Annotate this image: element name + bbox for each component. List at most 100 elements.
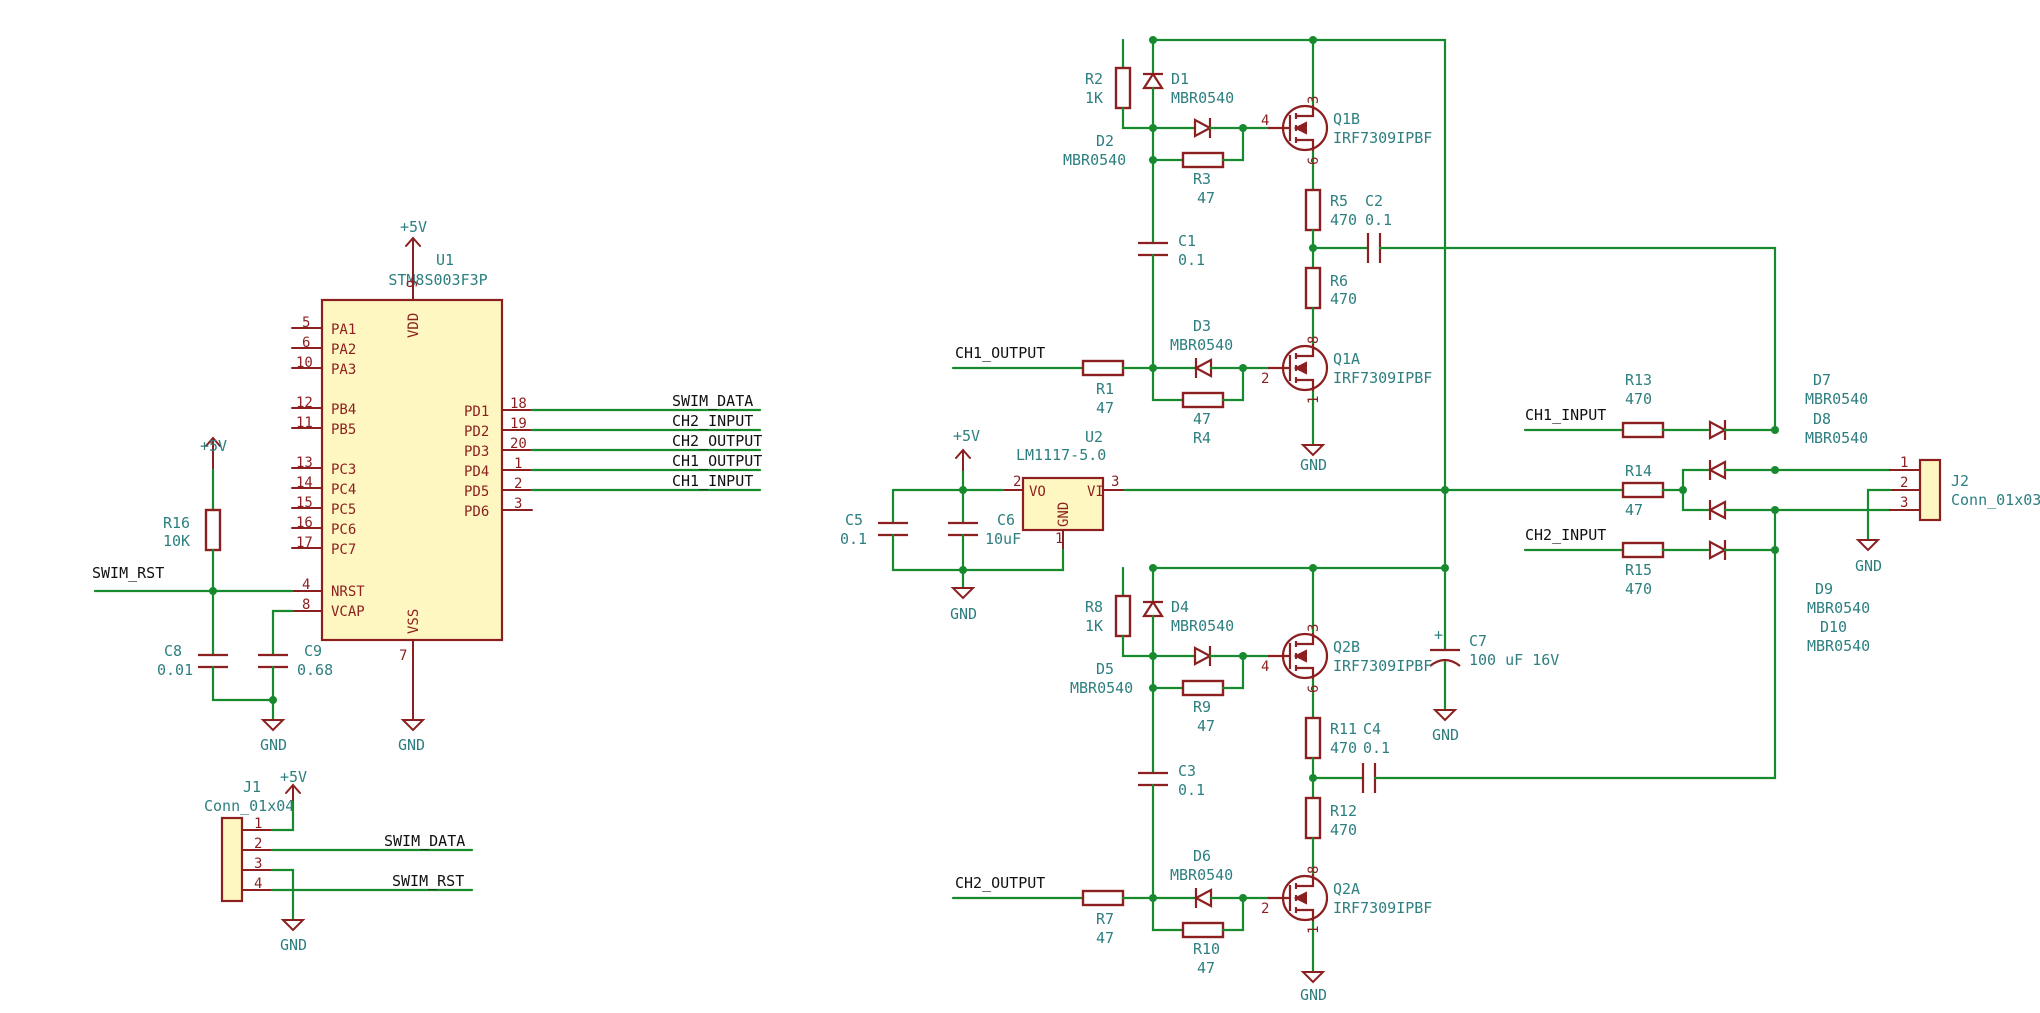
u1-ref: U1 [436,251,454,269]
r12-value: 470 [1330,821,1357,839]
net-label: CH2_OUTPUT [672,432,762,450]
gnd-label: GND [398,736,425,754]
net-label: SWIM_RST [392,872,464,890]
q2a-pin: 1 [1306,926,1322,934]
ch1-driver: R2 1K D1 MBR0540 D2 MBR0540 R3 47 3 4 6 [951,36,1777,474]
r4-value: 47 [1193,410,1211,428]
u1-pin-name: PD2 [464,424,489,440]
u1-pin-name: PD1 [464,404,489,420]
u1-pin-name: PC6 [331,522,356,538]
d4-ref: D4 [1171,598,1189,616]
r11-value: 470 [1330,739,1357,757]
net-label: CH2_INPUT [672,412,753,430]
u1-body [320,298,504,642]
r7-value: 47 [1096,929,1114,947]
j2-value: Conn_01x03 [1951,491,2040,509]
d1-value: MBR0540 [1171,89,1234,107]
u1-pin-name: PC5 [331,502,356,518]
d5-ref: D5 [1096,660,1114,678]
d7-value: MBR0540 [1805,390,1868,408]
q2a-ref: Q2A [1333,880,1360,898]
r3-value: 47 [1197,189,1215,207]
d4-value: MBR0540 [1171,617,1234,635]
r12-resistor [1304,796,1322,840]
gnd-label: GND [280,936,307,954]
u1-pin-num: 19 [510,416,527,432]
u1-pin-num: 5 [302,315,310,331]
j1-connector: J1 Conn_01x04 1 2 3 4 +5V SWIM_DATA SWIM… [204,768,474,954]
r3-resistor [1181,151,1225,169]
j1-pin: 1 [254,816,262,832]
d6-ref: D6 [1193,847,1211,865]
d3-value: MBR0540 [1170,336,1233,354]
j1-pin: 2 [254,836,262,852]
gnd-label: GND [1300,456,1327,474]
r5-ref: R5 [1330,192,1348,210]
gnd-label: GND [950,605,977,623]
u2-regulator: U2 LM1117-5.0 VO VI GND 2 3 1 +5V C5 0.1… [840,427,1625,623]
q1a-pin: 8 [1306,336,1322,344]
q2a-value: IRF7309IPBF [1333,899,1432,917]
r6-resistor [1304,266,1322,310]
u1-pin-num: 15 [296,495,313,511]
reset-network: SWIM_RST +5V R16 10K C8 0.01 C9 0.68 GND [92,436,333,754]
ch2-driver: R8 1K D4 MBR0540 D5 MBR0540 R9 47 3 4 6 [951,508,1777,1004]
d10-value: MBR0540 [1807,637,1870,655]
r8-ref: R8 [1085,598,1103,616]
u1-right-pins: PD1 18 PD2 19 PD3 20 PD4 1 PD5 2 PD6 3 [464,396,533,520]
j2-ref: J2 [1951,472,1969,490]
j1-pin: 4 [254,876,262,892]
j1-value: Conn_01x04 [204,797,294,815]
u2-pin: 1 [1055,531,1063,547]
u2-vo: VO [1029,484,1046,500]
c7-value: 100 uF 16V [1469,651,1559,669]
r15-ref: R15 [1625,561,1652,579]
c9-value: 0.68 [297,661,333,679]
u1-pin-num: 20 [510,436,527,452]
q2a-pin: 2 [1261,901,1269,917]
power-label: +5V [953,427,980,445]
r5-resistor [1304,188,1322,232]
r1-value: 47 [1096,399,1114,417]
r7-resistor [1081,889,1125,907]
input-protection: CH1_INPUT R13 470 R14 47 CH2_INPUT R15 4… [1523,371,2040,655]
d10-ref: D10 [1820,618,1847,636]
q1b-pin: 3 [1306,96,1322,104]
gnd-u1: GND [398,719,426,754]
q1b-pin: 6 [1306,157,1322,165]
net-label-ch2-input: CH2_INPUT [1525,526,1606,544]
q1b-ref: Q1B [1333,110,1360,128]
c7-ref: C7 [1469,632,1487,650]
u1-pin-name: PA2 [331,342,356,358]
u1-vdd-label: VDD [406,313,422,338]
supply-rail: + C7 100 uF 16V GND [1151,36,1559,744]
d6-value: MBR0540 [1170,866,1233,884]
q1a-value: IRF7309IPBF [1333,369,1432,387]
r15-value: 470 [1625,580,1652,598]
power-5v-u1: +5V [400,218,427,271]
r15-resistor [1621,541,1665,559]
c5-ref: C5 [845,511,863,529]
c1-ref: C1 [1178,232,1196,250]
r3-ref: R3 [1193,170,1211,188]
j2-body [1918,458,1942,522]
c2-ref: C2 [1365,192,1383,210]
u1-pin-name: NRST [331,584,365,600]
u1-pin-num: 8 [302,597,310,613]
u1-pin-num: 2 [514,476,522,492]
u1-pin-num: 1 [514,456,522,472]
u1-pin-num: 12 [296,395,313,411]
q1a-pin: 1 [1306,396,1322,404]
net-label-ch1-output: CH1_OUTPUT [955,344,1045,362]
u1-pin-name: PB4 [331,402,356,418]
u1-pin-name: PC4 [331,482,356,498]
r9-ref: R9 [1193,698,1211,716]
u2-ref: U2 [1085,428,1103,446]
j1-pin: 3 [254,856,262,872]
q1a-ref: Q1A [1333,350,1360,368]
r6-value: 470 [1330,290,1357,308]
j1-body [220,816,244,903]
u1-pin-name: PD6 [464,504,489,520]
u1-pin-num: 14 [296,475,313,491]
